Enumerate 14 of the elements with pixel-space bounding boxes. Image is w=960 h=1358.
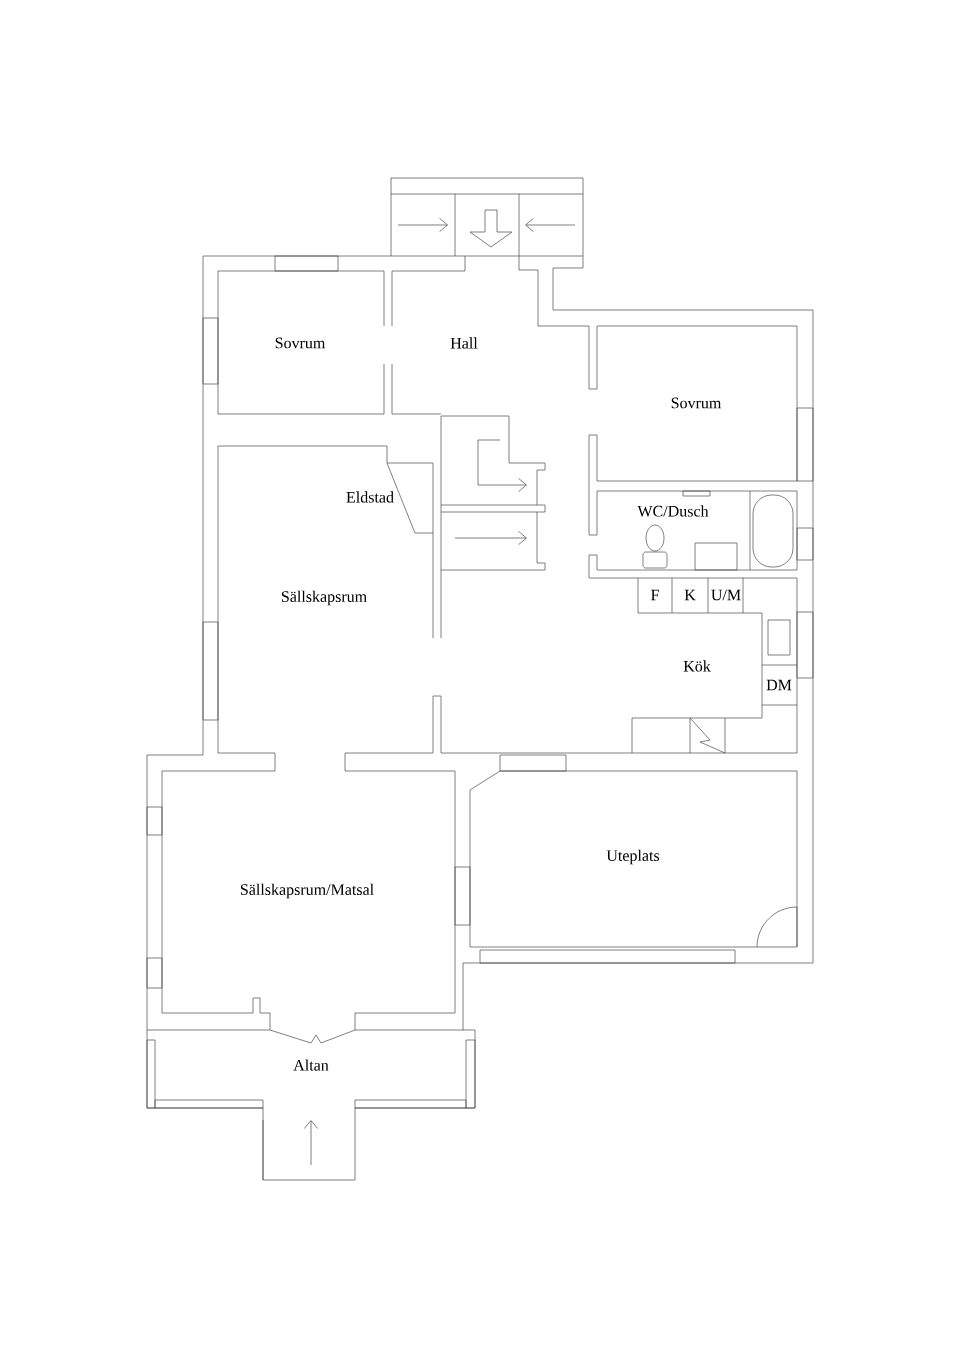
room-label: Altan xyxy=(293,1059,329,1071)
room-label: Sovrum xyxy=(671,397,722,409)
room-label: Sovrum xyxy=(275,337,326,349)
room-label: Sällskapsrum xyxy=(281,590,367,606)
room-label: K xyxy=(684,589,696,601)
room-label: Sällskapsrum/Matsal xyxy=(240,883,374,899)
room-label: Eldstad xyxy=(346,491,394,503)
room-label: U/M xyxy=(711,589,741,601)
room-label: Hall xyxy=(450,337,478,349)
room-label: F xyxy=(651,589,659,601)
room-label: WC/Dusch xyxy=(637,505,709,517)
room-label: Uteplats xyxy=(606,849,660,865)
room-label: DM xyxy=(766,679,792,691)
room-label: Kök xyxy=(683,660,711,672)
